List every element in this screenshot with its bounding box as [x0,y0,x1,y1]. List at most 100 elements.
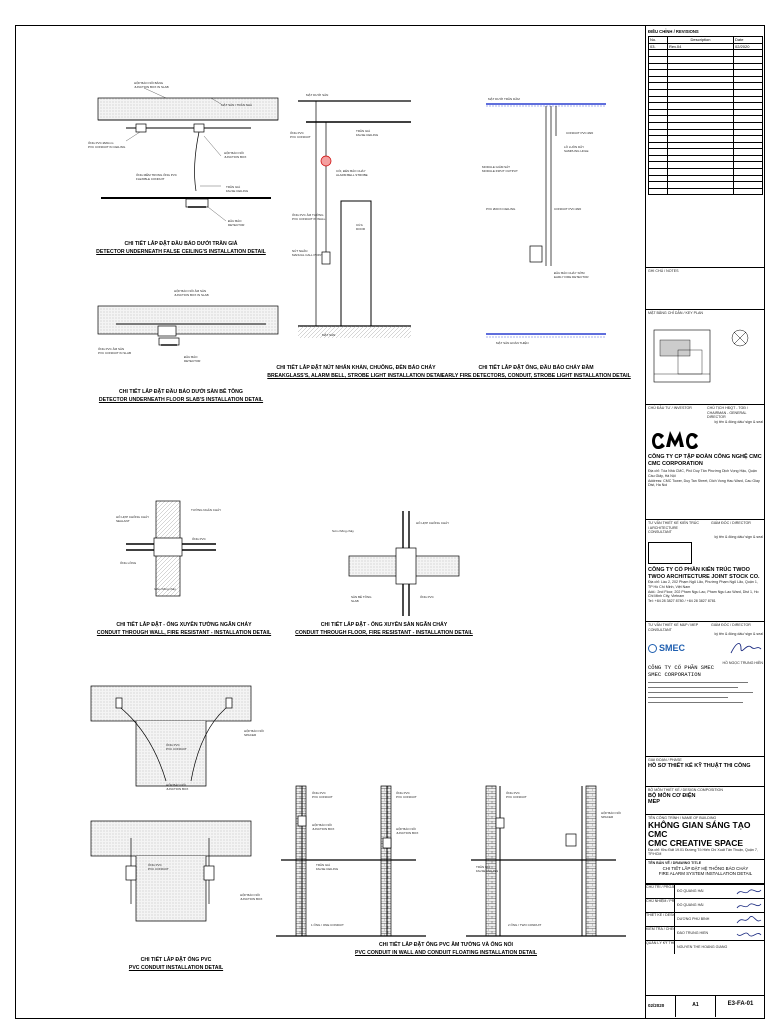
signature-name: ĐỖ QUANG HẢI [677,889,704,894]
table-row [648,75,763,84]
project-name-en: CMC CREATIVE SPACE [648,837,744,848]
mep-director-name: HỒ NGỌC TRUNG HIỀN [722,660,763,665]
signature-mark [736,932,762,936]
table-row [648,187,763,196]
table-row [648,174,763,183]
rev-cell-empty [667,128,734,137]
table-row [648,88,763,97]
detail-through-wall [126,500,216,597]
project-label: TÊN CÔNG TRÌNH / NAME OF BUILDING [648,816,717,820]
rev-cell-empty [648,69,668,77]
table-row [648,102,763,110]
svg-text:CONDUIT PVC Ø20: CONDUIT PVC Ø20 [554,207,581,211]
svg-text:HỘP BẢO NỐI: HỘP BẢO NỐI [240,892,260,897]
rev-cell-empty [648,75,668,84]
detail-early-detectors [486,103,606,338]
investor-label: CHỦ ĐẦU TƯ / INVESTOR [648,406,692,410]
architect-address-en: Add.: 2nd Floor, 202 Pham Ngu Lao, Pham … [648,589,759,599]
rev-cell-empty [648,161,668,170]
architect-tel: Tel: +84 28 3827 8780 / +84 28 3827 8781 [648,598,716,603]
table-row [648,95,763,104]
rev-cell-empty [733,154,763,163]
table-row [648,108,763,117]
svg-text:HỖ HỢP CHỐNG CHÁY: HỖ HỢP CHỐNG CHÁY [416,520,449,525]
svg-text:2 ỐNG / TWO CONDUIT: 2 ỐNG / TWO CONDUIT [508,922,541,927]
svg-text:TƯỜNG NGĂN CHÁY: TƯỜNG NGĂN CHÁY [191,507,221,512]
svg-text:PVC CONDUIT IN CEILING: PVC CONDUIT IN CEILING [88,145,126,149]
sheet-code: E3-FA-01 [727,1001,754,1007]
svg-text:HỘP BẢO NỐI ÂM SÀN: HỘP BẢO NỐI ÂM SÀN [174,288,206,293]
mep-section: TƯ VẤN THIẾT KẾ M&P / MEP CONSULTANT GIÁ… [646,621,765,756]
signature-row: KIỂM TRA / CHECKED BY ĐÀO TRUNG HIẾN [646,926,765,940]
svg-text:HỘP BẢO NỐI: HỘP BẢO NỐI [224,150,244,155]
svg-text:HỘP BẢO NỐI: HỘP BẢO NỐI [312,822,332,827]
svg-text:Sơn chống cháy: Sơn chống cháy [332,529,354,533]
svg-text:HỘP BẢO NỐI: HỘP BẢO NỐI [244,728,264,733]
svg-text:MẶT DƯỚI SÀN: MẶT DƯỚI SÀN [306,92,328,97]
rev-cell-empty [648,174,668,183]
detail-wall-floating [276,785,626,937]
architect-name-en: TWOO ARCHITECTURE JOINT STOCK CO. [648,573,760,580]
architect-director-label: GIÁM ĐỐC / DIRECTOR [711,521,751,525]
rev-cell-empty [648,49,668,57]
svg-text:ỐNG PVC: ỐNG PVC [420,594,435,599]
table-row [648,148,763,156]
svg-text:JUNCTION BOX: JUNCTION BOX [312,827,334,831]
investor-name-vi: CÔNG TY CP TẬP ĐOÀN CÔNG NGHỆ CMC [648,454,762,461]
table-row [648,115,763,123]
key-plan-label: MẶT BẰNG CHỈ DẪN / KEY PLAN [648,311,703,315]
discipline-value-vi: BỘ MÔN CƠ ĐIỆN [648,792,696,799]
mep-address-lines [648,682,763,704]
svg-text:ĐẦU BÁO: ĐẦU BÁO [184,355,198,359]
svg-text:PVC CONDUIT: PVC CONDUIT [166,747,187,751]
key-plan-drawing [653,329,749,382]
architect-name-vi: CÔNG TY CỔ PHẦN KIẾN TRÚC TWOO [648,567,750,574]
table-row [648,62,763,71]
rev-cell-empty [648,88,668,97]
notes-section: GHI CHÚ / NOTES [646,267,765,309]
table-row [648,154,763,163]
svg-text:PVC CONDUIT: PVC CONDUIT [312,795,333,799]
svg-text:ĐẦU BÁO CHÁY SỚM: ĐẦU BÁO CHÁY SỚM [554,270,585,275]
detail-pvc-conduit [90,685,252,922]
svg-text:PVC CONDUIT: PVC CONDUIT [396,795,417,799]
rev-cell-empty [733,56,763,64]
svg-text:MODULE GIÁM SÁT: MODULE GIÁM SÁT [482,165,510,169]
revisions-section: ĐIỀU CHỈNH / REVISIONS No. Description D… [646,26,765,267]
rev-cell-empty [667,95,734,104]
svg-text:TRẦN GIẢ: TRẦN GIẢ [226,184,240,189]
rev-cell-empty [733,121,763,130]
svg-text:SLAB: SLAB [351,599,359,603]
table-row [648,168,763,176]
rev-cell-date: 02/2020 [733,42,763,51]
rev-col-description: Description [667,36,734,44]
rev-cell-empty [667,115,734,123]
svg-text:ỐNG PVC: ỐNG PVC [312,790,327,795]
signature-mark [736,915,762,923]
svg-text:MANUAL CALL POINT: MANUAL CALL POINT [292,253,323,257]
signature-row: CHỦ TRÌ / PROJECT MANAGER ĐỖ QUANG HẢI [646,884,765,898]
svg-text:JUNCTION BOX: JUNCTION BOX [166,787,188,791]
rev-cell-empty [733,168,763,176]
mep-name-en: SMEC CORPORATION [648,670,701,678]
architect-label: TƯ VẤN THIẾT KẾ KIẾN TRÚC / ARCHITECTURE… [648,521,699,535]
rev-cell-empty [733,62,763,71]
discipline-section: BỘ MÔN THIẾT KẾ / DESIGN COMPOSITION BỘ … [646,786,765,814]
rev-cell-no: 03. [648,42,668,51]
svg-text:ỐNG LỒNG: ỐNG LỒNG [120,560,137,565]
svg-text:FALSE CEILING: FALSE CEILING [476,869,499,873]
svg-text:DETECTOR: DETECTOR [228,223,245,227]
rev-cell-empty [667,174,734,183]
rev-cell-empty [733,108,763,117]
rev-cell-empty [648,154,668,163]
svg-text:ỐNG PVC Ø20mm: ỐNG PVC Ø20mm [88,140,114,145]
svg-text:MẶT SÀN / TRẦN NHÀ: MẶT SÀN / TRẦN NHÀ [221,103,252,107]
revisions-table: No. Description Date 03. Rev.04 02/2020 [648,36,763,196]
svg-text:ALARM BELL STROBE: ALARM BELL STROBE [336,173,368,177]
rev-cell-empty [648,168,668,176]
rev-cell-empty [733,75,763,84]
rev-cell-empty [667,62,734,71]
